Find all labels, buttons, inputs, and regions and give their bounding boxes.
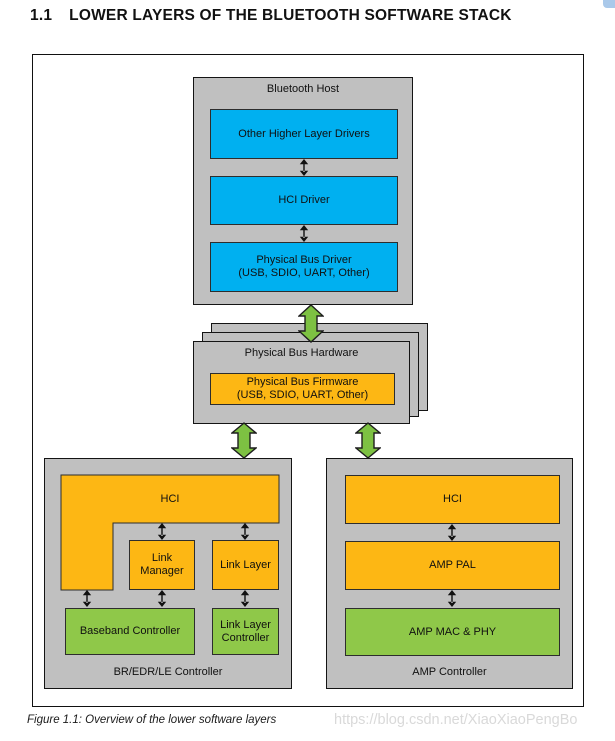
page-corner-artifact bbox=[603, 0, 615, 8]
box-amp-pal: AMP PAL bbox=[345, 541, 560, 590]
box-baseband-controller: Baseband Controller bbox=[65, 608, 195, 655]
box-link-layer: Link Layer bbox=[212, 540, 279, 590]
box-hci-driver: HCI Driver bbox=[210, 176, 398, 225]
amp-controller-group: HCI AMP PAL AMP MAC & PHY AMP Controller bbox=[326, 458, 573, 689]
section-title: LOWER LAYERS OF THE BLUETOOTH SOFTWARE S… bbox=[69, 7, 512, 24]
double-arrow-icon bbox=[447, 590, 457, 607]
double-arrow-icon bbox=[240, 523, 250, 540]
figure-caption: Figure 1.1: Overview of the lower softwa… bbox=[27, 714, 277, 726]
section-number: 1.1 bbox=[30, 7, 53, 24]
double-arrow-icon bbox=[82, 590, 92, 607]
figure-frame: Bluetooth Host Other Higher Layer Driver… bbox=[32, 54, 584, 707]
amp-controller-label: AMP Controller bbox=[412, 666, 487, 678]
green-double-arrow-icon bbox=[298, 304, 324, 343]
double-arrow-icon bbox=[157, 590, 167, 607]
physical-bus-hardware-label: Physical Bus Hardware bbox=[244, 347, 359, 359]
br-edr-le-controller-label: BR/EDR/LE Controller bbox=[113, 666, 223, 678]
br-edr-le-controller-group: HCI Link Manager Link Layer Baseband Con… bbox=[44, 458, 292, 689]
box-amp-hci: HCI bbox=[345, 475, 560, 524]
double-arrow-icon bbox=[299, 225, 309, 242]
double-arrow-icon bbox=[299, 159, 309, 176]
bluetooth-host-label: Bluetooth Host bbox=[266, 83, 340, 95]
box-amp-mac-phy: AMP MAC & PHY bbox=[345, 608, 560, 656]
watermark-text: https://blog.csdn.net/XiaoXiaoPengBo bbox=[334, 712, 578, 728]
box-link-layer-controller: Link Layer Controller bbox=[212, 608, 279, 655]
double-arrow-icon bbox=[240, 590, 250, 607]
hci-label: HCI bbox=[160, 493, 180, 505]
physical-bus-hardware-group: Physical Bus Hardware Physical Bus Firmw… bbox=[193, 341, 410, 424]
bluetooth-host-group: Bluetooth Host Other Higher Layer Driver… bbox=[193, 77, 413, 305]
box-link-manager: Link Manager bbox=[129, 540, 195, 590]
green-double-arrow-icon bbox=[231, 422, 257, 459]
box-physical-bus-driver: Physical Bus Driver (USB, SDIO, UART, Ot… bbox=[210, 242, 398, 292]
section-heading: 1.1 LOWER LAYERS OF THE BLUETOOTH SOFTWAR… bbox=[30, 7, 512, 25]
box-physical-bus-firmware: Physical Bus Firmware (USB, SDIO, UART, … bbox=[210, 373, 395, 405]
box-other-higher-layer-drivers: Other Higher Layer Drivers bbox=[210, 109, 398, 159]
box-hci-l-shape bbox=[60, 474, 280, 591]
double-arrow-icon bbox=[447, 524, 457, 541]
green-double-arrow-icon bbox=[355, 422, 381, 459]
double-arrow-icon bbox=[157, 523, 167, 540]
